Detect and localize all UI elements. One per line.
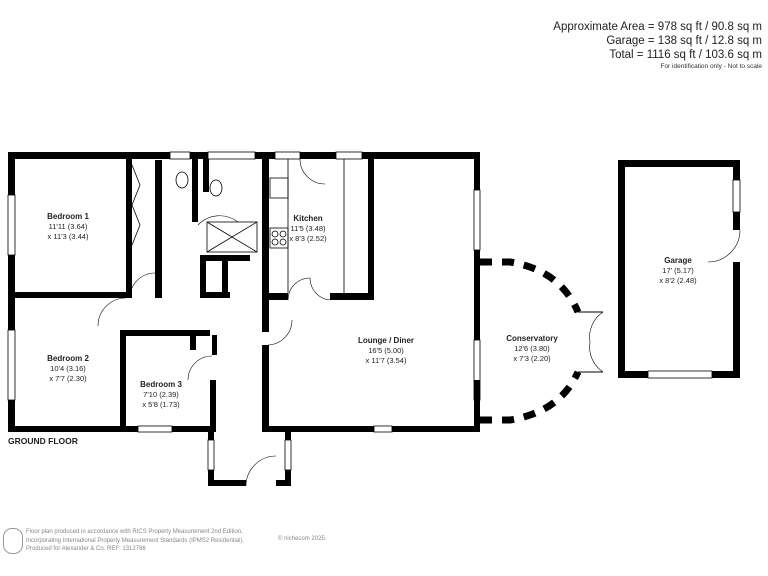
room-name: Kitchen [293, 214, 323, 223]
footer-text: Floor plan produced in accordance with R… [26, 528, 244, 554]
room-dim: x 7'3 (2.20) [513, 354, 551, 363]
room-name: Garage [664, 256, 692, 265]
footer-line: Produced for Alexander & Co. REF: 131278… [26, 546, 146, 552]
rics-person-icon [3, 528, 23, 554]
footer-line: Incorporating International Property Mea… [26, 537, 245, 544]
scale-note: For identification only - Not to scale [660, 63, 762, 70]
walls [8, 152, 740, 486]
room-name: Bedroom 3 [140, 380, 182, 389]
windows [7, 151, 741, 471]
room-dim: x 8'3 (2.52) [289, 234, 327, 243]
room-dim: 11'5 (3.48) [290, 224, 326, 233]
fixtures [131, 159, 345, 293]
room-dim: x 11'3 (3.44) [47, 232, 89, 241]
room-dim: x 8'2 (2.48) [659, 276, 697, 285]
total-area: Total = 1116 sq ft / 103.6 sq m [609, 49, 762, 61]
approximate-area: Approximate Area = 978 sq ft / 90.8 sq m [553, 21, 762, 33]
garage-area: Garage = 138 sq ft / 12.8 sq m [606, 35, 762, 47]
room-name: Bedroom 2 [47, 354, 89, 363]
room-dim: x 5'8 (1.73) [142, 400, 180, 409]
room-dim: 12'6 (3.80) [514, 344, 550, 353]
floor-label: GROUND FLOOR [8, 436, 78, 446]
room-name: Bedroom 1 [47, 212, 89, 221]
room-dim: 11'11 (3.64) [48, 222, 88, 231]
room-dim: 17' (5.17) [662, 266, 694, 275]
copyright: © nichecom 2025. [278, 536, 327, 542]
room-dim: x 7'7 (2.30) [49, 374, 87, 383]
room-name: Lounge / Diner [358, 336, 414, 345]
room-dim: x 11'7 (3.54) [365, 356, 407, 365]
room-dim: 16'5 (5.00) [368, 346, 404, 355]
room-dim: 7'10 (2.39) [143, 390, 179, 399]
room-dim: 10'4 (3.16) [50, 364, 86, 373]
conservatory-walls [474, 258, 603, 424]
room-name: Conservatory [506, 334, 558, 343]
door-swings [97, 158, 741, 487]
footer-line: Floor plan produced in accordance with R… [26, 529, 243, 535]
